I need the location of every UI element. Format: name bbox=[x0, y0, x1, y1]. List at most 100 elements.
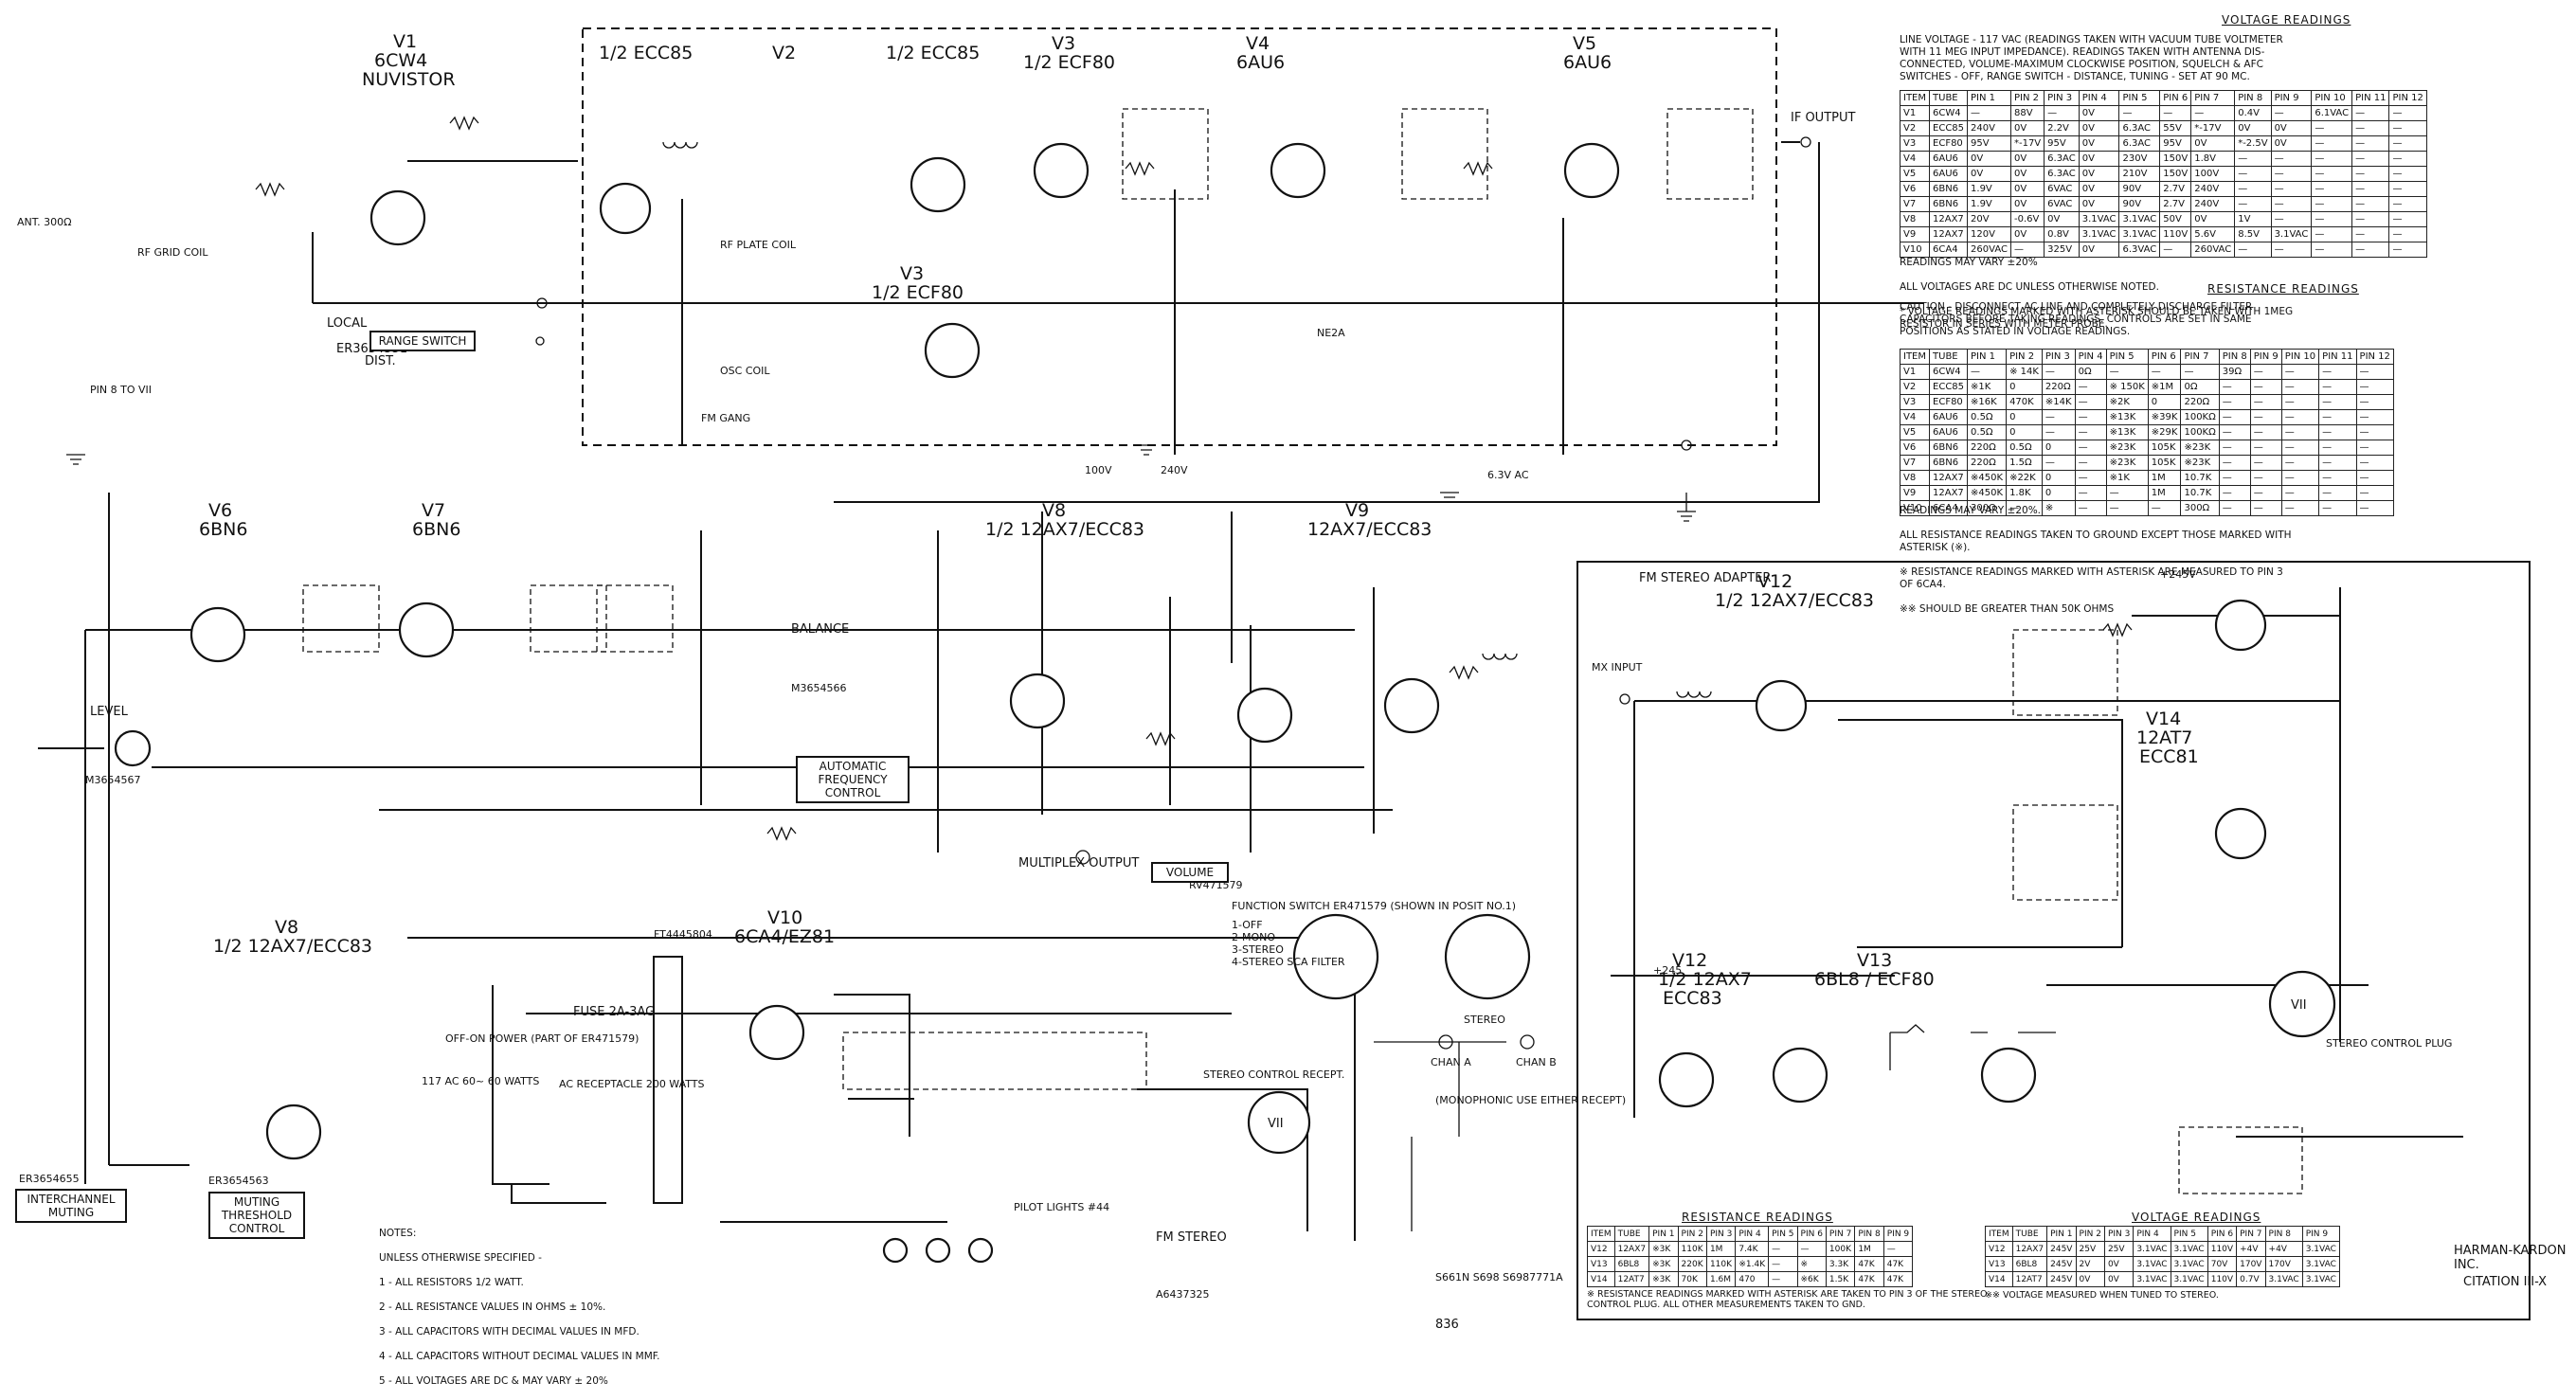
table-cell: 95V bbox=[2044, 135, 2080, 152]
table-cell: 1V bbox=[2234, 211, 2272, 227]
table-cell: V8 bbox=[1899, 211, 1931, 227]
table-cell: 5.6V bbox=[2190, 226, 2236, 242]
table-header-cell: PIN 1 bbox=[1967, 90, 2011, 106]
table-cell: — bbox=[2147, 364, 2182, 380]
table-cell: — bbox=[2351, 120, 2390, 136]
table-cell: V10 bbox=[1899, 242, 1931, 258]
schematic-sheet: V1 6CW4 NUVISTOR 1/2 ECC85 V2 1/2 ECC85 … bbox=[15, 13, 2566, 1387]
table-header-cell: PIN 1 bbox=[1967, 349, 2008, 365]
table-cell: 3.1VAC bbox=[2133, 1241, 2171, 1257]
balance-label: BALANCE bbox=[791, 622, 849, 637]
local-label: LOCAL bbox=[327, 316, 368, 331]
v1-ref: V1 bbox=[393, 31, 417, 52]
table-cell: — bbox=[2351, 135, 2390, 152]
v14-ref: V14 bbox=[2146, 709, 2181, 729]
table-cell: — bbox=[2388, 226, 2427, 242]
multiplex-output: MULTIPLEX OUTPUT bbox=[1018, 856, 1139, 871]
table-cell: ※ 150K bbox=[2105, 379, 2149, 395]
table-header-cell: PIN 11 bbox=[2318, 349, 2357, 365]
table-cell: — bbox=[2249, 379, 2282, 395]
range-switch-box: RANGE SWITCH bbox=[369, 331, 476, 351]
fm-stereo-part: A6437325 bbox=[1156, 1288, 1210, 1301]
table-cell: — bbox=[2355, 470, 2394, 486]
table-header-cell: PIN 10 bbox=[2280, 349, 2320, 365]
table-cell: 2V bbox=[2075, 1256, 2105, 1272]
table-header-cell: PIN 5 bbox=[2118, 90, 2161, 106]
table-header-cell: PIN 9 bbox=[2301, 1226, 2340, 1242]
table-cell: 470K bbox=[2006, 394, 2043, 410]
table-cell: — bbox=[2351, 211, 2390, 227]
mx-input: MX INPUT bbox=[1592, 661, 1643, 673]
table-cell: — bbox=[2388, 196, 2427, 212]
table-cell: 220Ω bbox=[2041, 379, 2076, 395]
table-cell: — bbox=[2218, 440, 2251, 456]
tube-v6 bbox=[189, 606, 246, 663]
v5-ref: V5 bbox=[1573, 33, 1596, 54]
table-cell: — bbox=[2249, 424, 2282, 440]
transformer: FT4445804 bbox=[654, 928, 712, 941]
vacuum-tubes bbox=[114, 142, 2336, 1264]
table-cell: ECF80 bbox=[1929, 135, 1969, 152]
ac-receptacle: AC RECEPTACLE 200 WATTS bbox=[559, 1078, 705, 1090]
table-cell: V3 bbox=[1899, 135, 1931, 152]
tube-v8 bbox=[1009, 673, 1066, 729]
table-cell: ECF80 bbox=[1929, 394, 1969, 410]
table-cell: — bbox=[2311, 226, 2353, 242]
table-cell: V12 bbox=[1985, 1241, 2013, 1257]
table-cell: 0V bbox=[2078, 105, 2120, 121]
v3-ref: V3 bbox=[1052, 33, 1075, 54]
table-cell: 50V bbox=[2159, 211, 2192, 227]
table-cell: 0V bbox=[2078, 135, 2120, 152]
table-cell: ※1K bbox=[1967, 379, 2008, 395]
table-cell: 6AU6 bbox=[1929, 151, 1969, 167]
table-cell: 2.7V bbox=[2159, 181, 2192, 197]
table-cell: 7.4K bbox=[1735, 1241, 1770, 1257]
tube-v9a bbox=[1236, 687, 1293, 744]
rr-note-3: ※※ SHOULD BE GREATER THAN 50K OHMS bbox=[1900, 603, 2115, 615]
table-cell: 0V bbox=[2009, 226, 2045, 242]
table-cell: 6CA4 bbox=[1929, 242, 1969, 258]
table-cell: V1 bbox=[1899, 364, 1931, 380]
table-cell: V6 bbox=[1899, 440, 1931, 456]
antenna-label: ANT. 300Ω bbox=[17, 216, 72, 228]
table-cell: — bbox=[2280, 440, 2320, 456]
table-header-cell: PIN 8 bbox=[2218, 349, 2251, 365]
table-cell: 90V bbox=[2118, 196, 2161, 212]
v3b-type: 1/2 ECF80 bbox=[872, 282, 964, 303]
table-cell: *-17V bbox=[2190, 120, 2236, 136]
table-cell: 1.9V bbox=[1967, 181, 2011, 197]
resistance-readings-intro: CAUTION - DISCONNECT AC LINE AND COMPLET… bbox=[1900, 301, 2253, 337]
table-cell: — bbox=[1768, 1241, 1798, 1257]
table-cell: ※6K bbox=[1796, 1271, 1827, 1287]
table-cell: 0.7V bbox=[2236, 1271, 2266, 1287]
table-cell: V6 bbox=[1899, 181, 1931, 197]
table-cell: 8.5V bbox=[2234, 226, 2272, 242]
table-cell: — bbox=[2249, 440, 2282, 456]
table-cell: — bbox=[2190, 105, 2236, 121]
adapter-voltage-title: VOLTAGE READINGS bbox=[2132, 1211, 2261, 1224]
table-cell: 1.5Ω bbox=[2006, 455, 2043, 471]
table-cell: 6.3AC bbox=[2118, 120, 2161, 136]
table-cell: ※23K bbox=[2105, 440, 2149, 456]
tube-v4 bbox=[1270, 142, 1326, 199]
table-cell: 0.5Ω bbox=[2006, 440, 2043, 456]
table-cell: — bbox=[2318, 455, 2357, 471]
table-cell: 12AT7 bbox=[1613, 1271, 1650, 1287]
tube-v8b bbox=[265, 1104, 322, 1160]
table-cell: V12 bbox=[1587, 1241, 1615, 1257]
table-cell: V4 bbox=[1899, 409, 1931, 425]
table-cell: — bbox=[1882, 1241, 1914, 1257]
table-cell: — bbox=[1768, 1271, 1798, 1287]
table-header-cell: PIN 5 bbox=[2170, 1226, 2208, 1242]
stereo-control-recept: STEREO CONTROL RECEPT. bbox=[1203, 1068, 1344, 1081]
vr-note-2: * VOLTAGE READINGS MARKED WITH ASTERISK … bbox=[1900, 306, 2294, 330]
table-cell: 110K bbox=[1677, 1241, 1707, 1257]
table-cell: — bbox=[2249, 364, 2282, 380]
